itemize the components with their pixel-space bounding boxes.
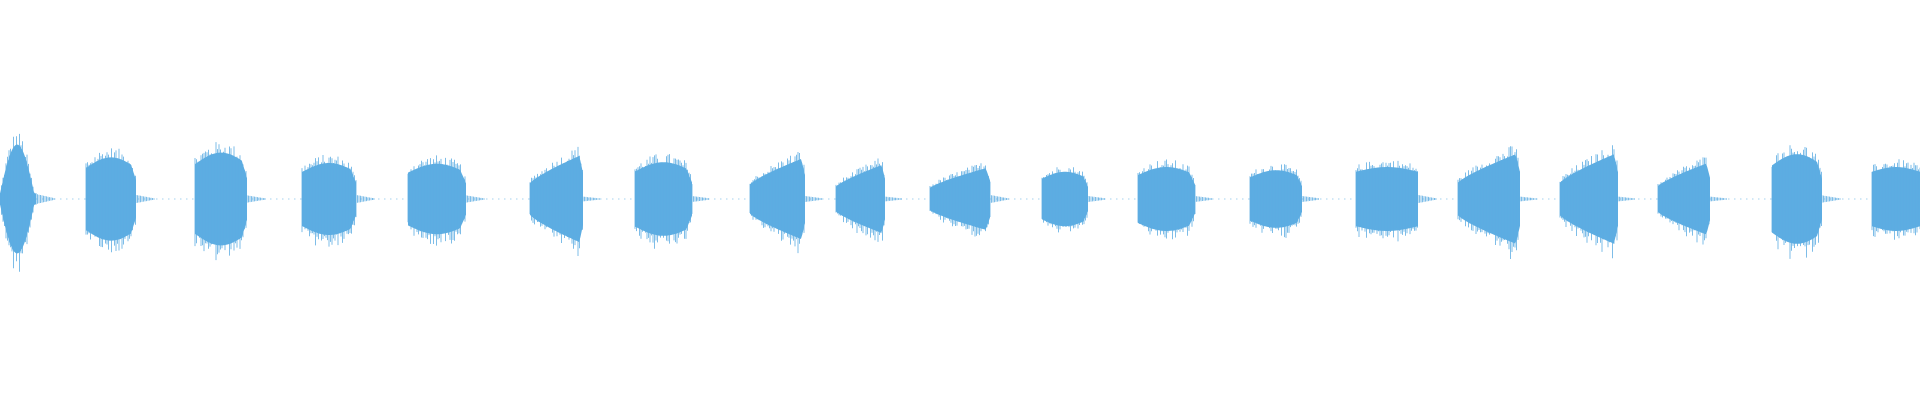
waveform-group: [0, 133, 1920, 272]
waveform-segment: [1355, 160, 1437, 242]
waveform-segment: [301, 155, 375, 247]
waveform-segment: [749, 152, 822, 254]
waveform-segment: [85, 148, 155, 253]
waveform-segment: [1657, 157, 1727, 245]
waveform-segment: [194, 142, 266, 261]
waveform-segment: [0, 133, 55, 272]
waveform-segment: [929, 163, 1009, 237]
waveform-segment: [1041, 167, 1105, 233]
waveform-segment: [835, 158, 902, 242]
waveform-segment: [1871, 159, 1920, 240]
waveform-segment: [1137, 159, 1212, 240]
waveform-segment: [1249, 164, 1319, 238]
waveform-segment: [634, 154, 709, 249]
waveform-segment: [1559, 145, 1635, 259]
waveform-segment: [529, 146, 600, 256]
waveform-segment: [1457, 146, 1537, 259]
waveform-segment: [407, 155, 485, 246]
waveform-segment: [1771, 145, 1841, 259]
